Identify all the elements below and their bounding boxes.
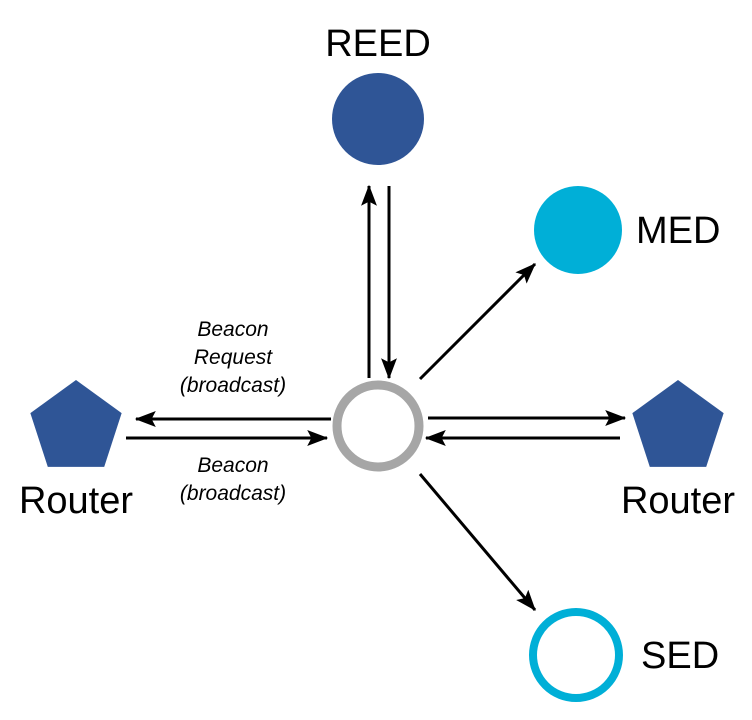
node-router-left[interactable]: Router [19, 380, 133, 522]
reed-circle-icon [332, 73, 424, 165]
node-joiner[interactable] [332, 380, 424, 472]
node-router-right[interactable]: Router [621, 380, 735, 522]
node-med[interactable]: MED [534, 186, 720, 274]
beacon-label: Beacon(broadcast) [180, 454, 286, 505]
joiner-ring-icon [332, 380, 424, 472]
sed-ring-icon [529, 608, 623, 702]
router-left-pentagon-icon [30, 380, 122, 467]
edges-layer [126, 184, 627, 611]
edge-joiner-to-sed [418, 473, 537, 611]
node-label-med: MED [636, 210, 720, 252]
node-label-router-left: Router [19, 480, 133, 522]
med-circle-icon [534, 186, 622, 274]
node-reed[interactable]: REED [325, 23, 431, 165]
router-right-pentagon-icon [632, 380, 724, 467]
node-sed[interactable]: SED [529, 608, 719, 702]
node-label-router-right: Router [621, 480, 735, 522]
node-label-reed: REED [325, 23, 431, 65]
node-label-sed: SED [641, 635, 719, 677]
edge-joiner-to-med [418, 262, 537, 381]
nodes-layer: REED MED SED Router Router [19, 23, 735, 702]
